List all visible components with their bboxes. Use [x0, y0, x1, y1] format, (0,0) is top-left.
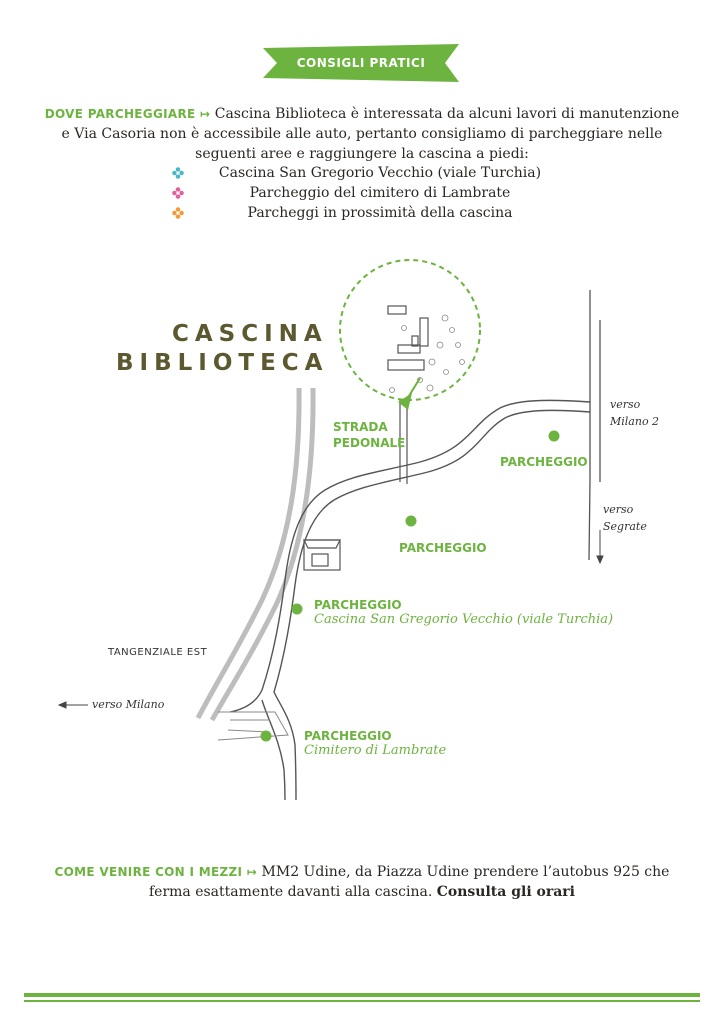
- parking-sublabel: Cascina San Gregorio Vecchio (viale Turc…: [314, 612, 614, 627]
- parking-legend: Cascina San Gregorio Vecchio (viale Turc…: [172, 163, 552, 223]
- legend-label: Parcheggio del cimitero di Lambrate: [249, 185, 511, 201]
- verso-milano-label: verso Milano: [92, 698, 165, 711]
- cemetery-sketch: [217, 711, 289, 741]
- map-title-line2: BIBLIOTECA: [116, 350, 329, 376]
- parking-sublabel: Cimitero di Lambrate: [304, 743, 447, 758]
- pedestrian-path: [399, 400, 408, 484]
- parking-marker: [548, 430, 560, 442]
- verso-milano2-line1: verso: [610, 398, 641, 411]
- map-title-line1: CASCINA: [172, 321, 328, 347]
- footer-line: [24, 1000, 700, 1002]
- parking-label-cimitero: PARCHEGGIO Cimitero di Lambrate: [304, 729, 446, 758]
- parking-label: PARCHEGGIO: [304, 729, 392, 743]
- legend-label: Cascina San Gregorio Vecchio (viale Turc…: [218, 165, 542, 181]
- parking-marker: [260, 730, 272, 742]
- main-road: [229, 399, 591, 801]
- trees: [389, 314, 465, 393]
- verso-segrate-label: verso Segrate: [603, 501, 647, 535]
- legend-label: Parcheggi in prossimità della cascina: [247, 205, 513, 221]
- flower-icon: [172, 187, 184, 199]
- parking-intro: DOVE PARCHEGGIARE ↦ Cascina Biblioteca è…: [40, 104, 684, 164]
- pedestrian-path-label: STRADA PEDONALE: [333, 419, 405, 451]
- legend-item: Cascina San Gregorio Vecchio (viale Turc…: [172, 163, 552, 183]
- arrow-icon: ↦: [246, 865, 258, 879]
- legend-item: Parcheggio del cimitero di Lambrate: [172, 183, 552, 203]
- arrow-icon: [57, 530, 604, 709]
- transport-text: MM2 Udine, da Piazza Udine prendere l’au…: [148, 864, 670, 900]
- verso-milano2-label: verso Milano 2: [610, 396, 659, 430]
- parking-marker: [405, 515, 417, 527]
- arrow-icon: ↦: [199, 107, 211, 121]
- parking-label: PARCHEGGIO: [500, 455, 588, 469]
- tangenziale-label: TANGENZIALE EST: [108, 647, 208, 658]
- cascina-buildings: [387, 305, 429, 371]
- legend-item: Parcheggi in prossimità della cascina: [172, 203, 552, 223]
- building-sketch: [303, 539, 341, 571]
- verso-segrate-line1: verso: [603, 503, 634, 516]
- footer-line: [24, 993, 700, 997]
- transport-heading: COME VENIRE CON I MEZZI: [54, 865, 243, 879]
- cascina-area-circle: [339, 259, 481, 401]
- transport-info: COME VENIRE CON I MEZZI ↦ MM2 Udine, da …: [40, 862, 684, 902]
- verso-milano2-line2: Milano 2: [610, 415, 660, 428]
- banner-title: CONSIGLI PRATICI: [296, 56, 426, 70]
- tangenziale-road: [195, 387, 316, 722]
- strada-line2: PEDONALE: [333, 436, 406, 450]
- parking-label-san-gregorio: PARCHEGGIO Cascina San Gregorio Vecchio …: [314, 598, 613, 627]
- flower-icon: [172, 207, 184, 219]
- strada-line1: STRADA: [333, 420, 388, 434]
- parking-heading: DOVE PARCHEGGIARE: [44, 107, 196, 121]
- banner-ribbon: [263, 44, 459, 82]
- parking-marker: [291, 603, 303, 615]
- parking-text: Cascina Biblioteca è interessata da alcu…: [61, 106, 680, 162]
- timetable-link[interactable]: Consulta gli orari: [436, 884, 575, 900]
- right-road: [588, 290, 601, 561]
- flower-icon: [172, 167, 184, 179]
- parking-label: PARCHEGGIO: [399, 541, 487, 555]
- verso-segrate-line2: Segrate: [603, 520, 647, 533]
- parking-label: PARCHEGGIO: [314, 598, 402, 612]
